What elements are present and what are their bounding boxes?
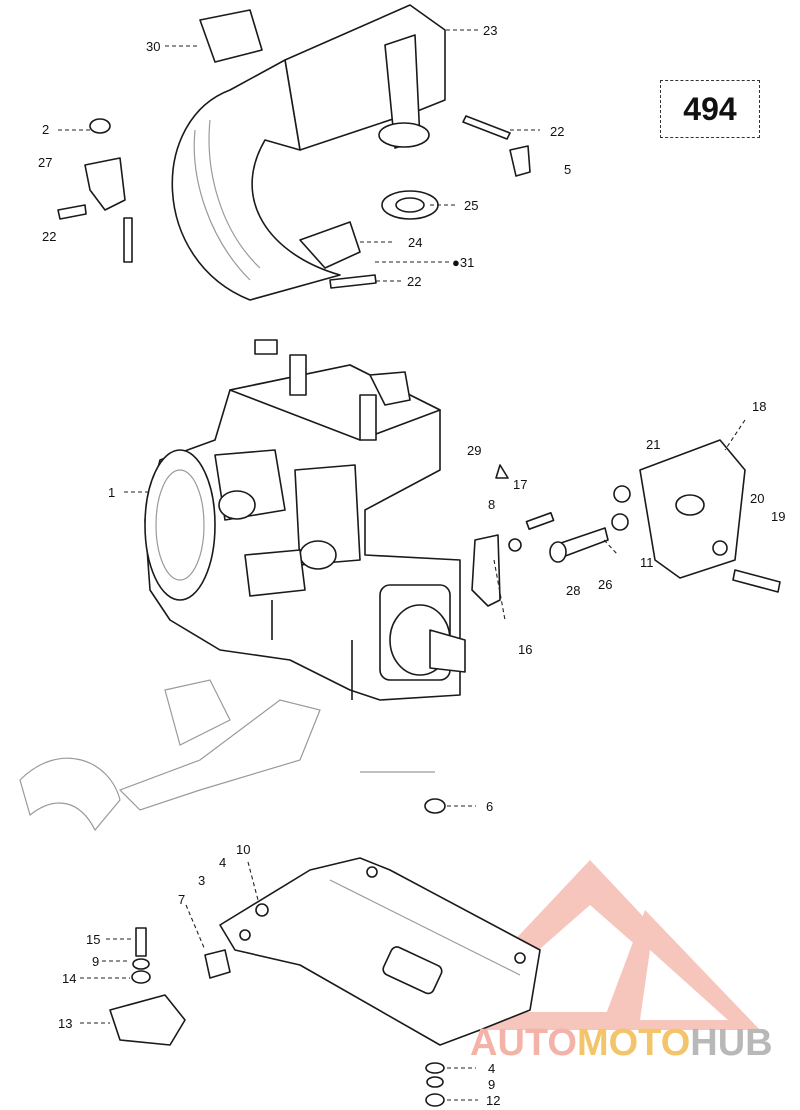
exhaust-pipe [171, 4, 446, 301]
callout-2: 2 [42, 122, 50, 137]
engine-block [144, 339, 466, 701]
callout-11: 11 [640, 555, 654, 570]
page-number: 494 [683, 90, 737, 127]
callout-18: 18 [752, 399, 767, 414]
callout-27: 27 [38, 155, 53, 170]
leader-lines [58, 29, 746, 1101]
callout-20: 20 [750, 491, 765, 506]
callout-15: 15 [86, 932, 101, 947]
callout-22-left: 22 [42, 229, 57, 244]
gasket-ring [381, 190, 439, 220]
callout-9-left: 9 [92, 954, 100, 969]
callout-13: 13 [58, 1016, 73, 1031]
faded-exhaust-manifold [19, 679, 435, 832]
callout-14: 14 [62, 971, 77, 986]
mount-bracket-parts [471, 439, 781, 607]
callout-31: ●31 [452, 255, 475, 270]
callout-25: 25 [464, 198, 479, 213]
callout-30: 30 [146, 39, 161, 54]
callout-4-bottom: 4 [488, 1061, 496, 1076]
callout-17: 17 [513, 477, 528, 492]
drop-icon: ● [452, 255, 460, 270]
callout-1: 1 [108, 485, 116, 500]
callout-16: 16 [518, 642, 533, 657]
callout-22-right: 22 [550, 124, 565, 139]
watermark-text: AUTOMOTOHUB [470, 1022, 773, 1064]
callout-8: 8 [488, 497, 496, 512]
callout-3: 3 [198, 873, 206, 888]
callout-22-bottom: 22 [407, 274, 422, 289]
page-number-box: 494 [660, 80, 760, 138]
callout-9-bottom: 9 [488, 1077, 496, 1092]
callout-5: 5 [564, 162, 572, 177]
callout-24: 24 [408, 235, 423, 250]
callout-12: 12 [486, 1093, 501, 1108]
callout-26: 26 [598, 577, 613, 592]
callout-10: 10 [236, 842, 251, 857]
callout-4-top: 4 [219, 855, 227, 870]
bracket-parts [57, 115, 531, 289]
callout-7: 7 [178, 892, 186, 907]
callout-28: 28 [566, 583, 581, 598]
callout-29: 29 [467, 443, 482, 458]
callout-21: 21 [646, 437, 661, 452]
callout-23: 23 [483, 23, 498, 38]
engine-mount-plate [219, 857, 541, 1046]
callout-6: 6 [486, 799, 494, 814]
callout-19: 19 [771, 509, 786, 524]
spacer [424, 798, 446, 814]
mount-hardware [109, 903, 445, 1107]
